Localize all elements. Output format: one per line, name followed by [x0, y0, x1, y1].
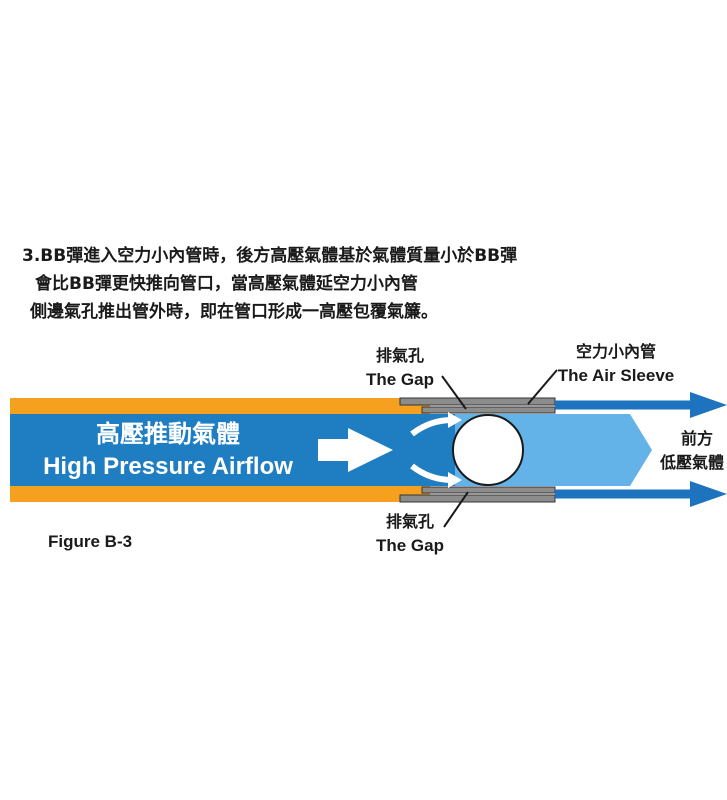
gap-top-label-zh: 排氣孔: [376, 346, 424, 365]
push-arrow-icon: [318, 428, 393, 472]
bb-pellet: [452, 414, 524, 486]
front-label-zh-1: 前方: [681, 429, 713, 448]
figure-caption: Figure B-3: [48, 532, 132, 551]
airflow-label-zh: 高壓推動氣體: [96, 420, 240, 448]
front-arrow-bottom-head-icon: [690, 481, 727, 507]
sleeve-plate-bottom-inner: [421, 486, 556, 494]
gap-top-leader: [441, 375, 467, 410]
description-text: 3.BB彈進入空力小內管時，後方高壓氣體基於氣體質量小於BB彈 會比BB彈更快推…: [22, 242, 517, 326]
front-arrow-top-head-icon: [690, 392, 727, 418]
description-line-3: 側邊氣孔推出管外時，即在管口形成一高壓包覆氣簾。: [30, 302, 438, 322]
gap-top-label-en: The Gap: [366, 370, 434, 389]
front-label-zh-2: 低壓氣體: [659, 453, 724, 472]
gap-bottom-leader: [443, 491, 469, 528]
gas-flow-arrow-top-head-icon: [448, 412, 462, 428]
sleeve-plate-bottom-outer: [399, 494, 556, 503]
barrel-wall-bottom: [10, 484, 430, 502]
sleeve-plate-top-inner: [421, 406, 556, 414]
description-line-1: 3.BB彈進入空力小內管時，後方高壓氣體基於氣體質量小於BB彈: [22, 246, 518, 266]
gap-bottom-label-en: The Gap: [376, 536, 444, 555]
sleeve-leader: [527, 369, 558, 405]
barrel-wall-top: [10, 398, 430, 416]
sleeve-label-en: The Air Sleeve: [558, 366, 675, 385]
gas-flow-arrow-bottom-head-icon: [448, 472, 462, 488]
description-line-2: 會比BB彈更快推向管口，當高壓氣體延空力小內管: [35, 274, 418, 294]
airflow-label-en: High Pressure Airflow: [43, 453, 293, 480]
sleeve-label-zh: 空力小內管: [576, 342, 656, 361]
gap-bottom-label-zh: 排氣孔: [386, 512, 434, 531]
